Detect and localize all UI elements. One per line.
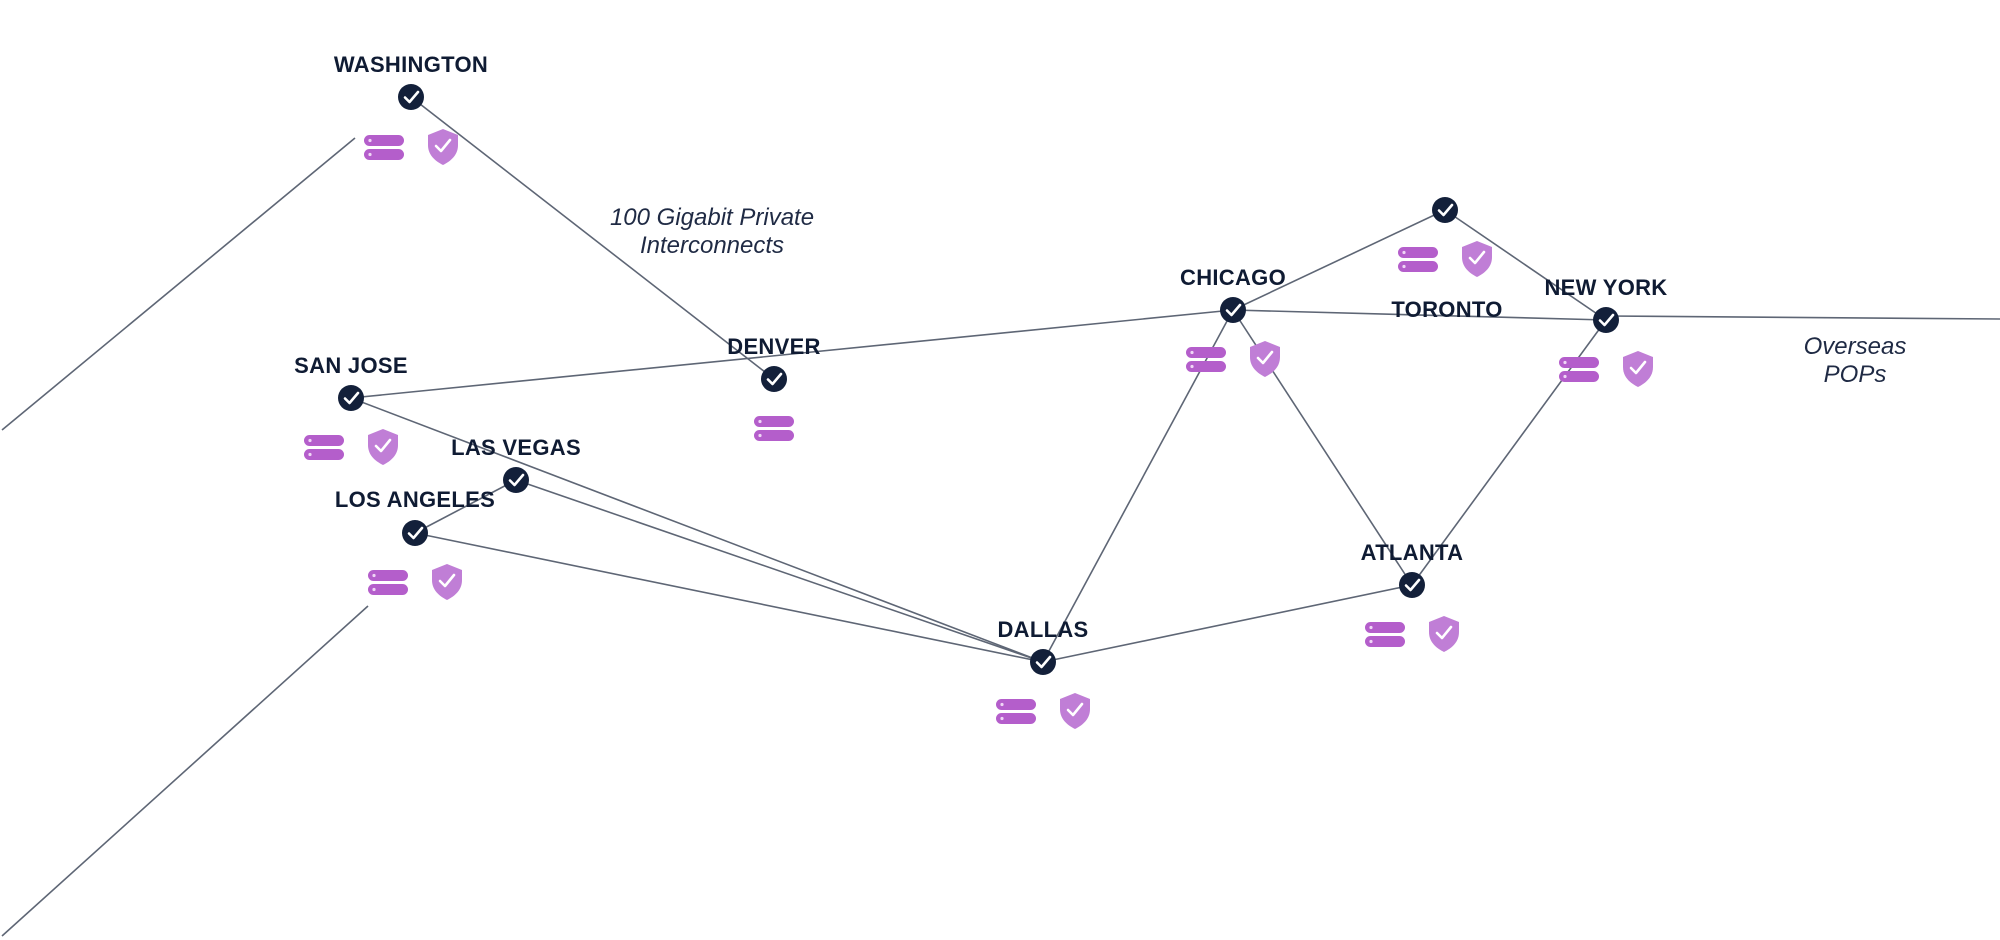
overseas-annotation-line1: Overseas <box>1804 333 1907 360</box>
node-dallas: DALLAS <box>996 617 1090 729</box>
labels-layer: TORONTO <box>1391 297 1502 322</box>
shield-check-icon <box>428 129 458 165</box>
node-toronto <box>1398 197 1492 277</box>
link-san-jose-dallas <box>350 397 1044 663</box>
link-los-angeles-dallas <box>414 532 1044 663</box>
node-atlanta: ATLANTA <box>1361 540 1464 652</box>
check-circle-icon <box>1220 297 1246 323</box>
node-washington: WASHINGTON <box>334 52 488 165</box>
city-label-new-york: NEW YORK <box>1544 275 1667 300</box>
server-icon <box>1398 247 1438 272</box>
shield-check-icon <box>1429 616 1459 652</box>
node-san-jose: SAN JOSE <box>294 353 408 465</box>
server-icon <box>304 435 344 460</box>
city-label-las-vegas: LAS VEGAS <box>451 435 581 460</box>
link-chicago-toronto <box>1232 209 1446 311</box>
external-link-southwest <box>1 605 369 937</box>
shield-check-icon <box>1060 693 1090 729</box>
server-icon <box>1186 347 1226 372</box>
shield-check-icon <box>432 564 462 600</box>
server-icon <box>996 699 1036 724</box>
city-label-dallas: DALLAS <box>997 617 1088 642</box>
link-las-vegas-dallas <box>515 479 1044 663</box>
link-san-jose-chicago <box>350 309 1234 399</box>
city-label-chicago: CHICAGO <box>1180 265 1286 290</box>
link-washington-denver <box>410 96 775 380</box>
check-circle-icon <box>402 520 428 546</box>
check-circle-icon <box>1593 307 1619 333</box>
shield-check-icon <box>1623 351 1653 387</box>
check-circle-icon <box>761 366 787 392</box>
interconnect-annotation-line2: Interconnects <box>640 232 784 259</box>
city-label-washington: WASHINGTON <box>334 52 488 77</box>
server-icon <box>368 570 408 595</box>
overseas-annotation-line2: POPs <box>1824 361 1887 388</box>
node-denver: DENVER <box>727 334 821 441</box>
links-layer <box>350 96 1607 663</box>
check-circle-icon <box>338 385 364 411</box>
node-chicago: CHICAGO <box>1180 265 1286 377</box>
city-label-los-angeles: LOS ANGELES <box>335 487 495 512</box>
link-chicago-new-york <box>1232 309 1607 321</box>
server-icon <box>1365 622 1405 647</box>
node-los-angeles: LOS ANGELES <box>335 487 495 600</box>
shield-check-icon <box>1250 341 1280 377</box>
link-dallas-atlanta <box>1042 584 1413 663</box>
city-label-san-jose: SAN JOSE <box>294 353 408 378</box>
interconnect-annotation-line1: 100 Gigabit Private <box>610 204 814 231</box>
link-las-vegas-los-angeles <box>414 479 517 534</box>
node-new-york: NEW YORK <box>1544 275 1667 387</box>
server-icon <box>1559 357 1599 382</box>
city-label-atlanta: ATLANTA <box>1361 540 1464 565</box>
link-toronto-new-york <box>1444 209 1607 321</box>
server-icon <box>754 416 794 441</box>
overseas-annotation: Overseas POPs <box>1804 333 1907 388</box>
city-label-denver: DENVER <box>727 334 821 359</box>
nodes-layer: WASHINGTON SAN JOSE DENVER LAS VEGAS LOS ANG… <box>294 52 1667 729</box>
external-links-layer <box>1 137 2000 937</box>
external-link-overseas <box>1605 315 2000 320</box>
external-link-northwest <box>1 137 356 431</box>
server-icon <box>364 135 404 160</box>
check-circle-icon <box>398 84 424 110</box>
interconnect-annotation: 100 Gigabit Private Interconnects <box>610 204 814 259</box>
city-label-toronto: TORONTO <box>1391 297 1502 322</box>
shield-check-icon <box>368 429 398 465</box>
check-circle-icon <box>1399 572 1425 598</box>
check-circle-icon <box>1030 649 1056 675</box>
node-las-vegas: LAS VEGAS <box>451 435 581 493</box>
shield-check-icon <box>1462 241 1492 277</box>
check-circle-icon <box>503 467 529 493</box>
check-circle-icon <box>1432 197 1458 223</box>
